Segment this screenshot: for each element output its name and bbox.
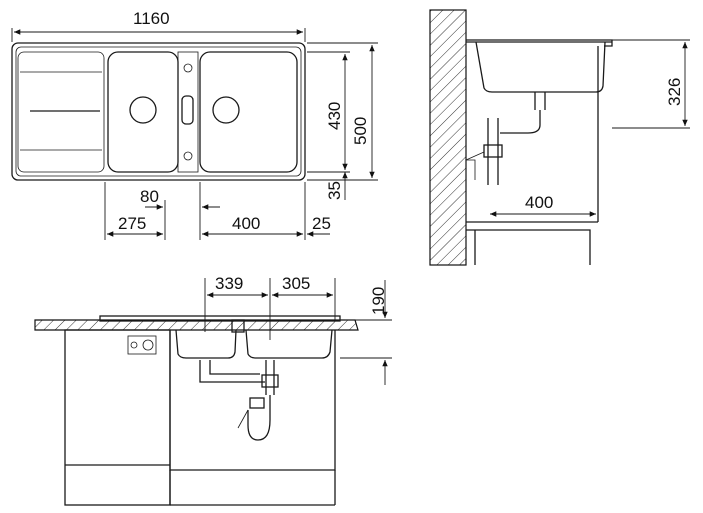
cabinet [169,330,336,471]
overflow-icon [181,95,194,125]
left-drain-icon [129,96,157,124]
bowl-width-label: 400 [232,214,260,233]
side-view: 326 400 [429,9,690,266]
top-view: 1160 430 500 35 80 275 400 25 [11,9,378,240]
left-bowl-label: 339 [215,274,243,293]
countertop [34,319,359,331]
right-bowl-label: 305 [282,274,310,293]
width-label: 1160 [133,9,170,28]
trap [247,395,271,441]
left-to-bowl-label: 275 [118,214,146,233]
sink-bowl-section [475,41,606,93]
height-label: 326 [665,78,684,106]
front-view: 339 305 190 [34,274,392,506]
edge-label: 25 [312,214,331,233]
countertop [466,39,613,47]
overflow-strip [177,51,199,173]
right-bowl-section [245,329,333,359]
wall [429,9,467,266]
middle-gap-label: 80 [140,187,159,206]
left-bowl-section [175,329,237,359]
drain-pipe [199,360,265,383]
drainboard [17,51,105,173]
drain-pipe [500,110,541,134]
overall-depth-label: 500 [351,117,370,145]
right-bowl [199,51,298,173]
sink-outline [11,42,306,181]
left-bowl [107,51,179,173]
cabinet-label: 400 [525,193,553,212]
dishwasher [64,329,171,506]
rear-offset-label: 35 [325,181,344,200]
depth-label: 190 [369,287,388,315]
bowl-depth-label: 430 [325,102,344,130]
right-drain-icon [212,96,240,124]
